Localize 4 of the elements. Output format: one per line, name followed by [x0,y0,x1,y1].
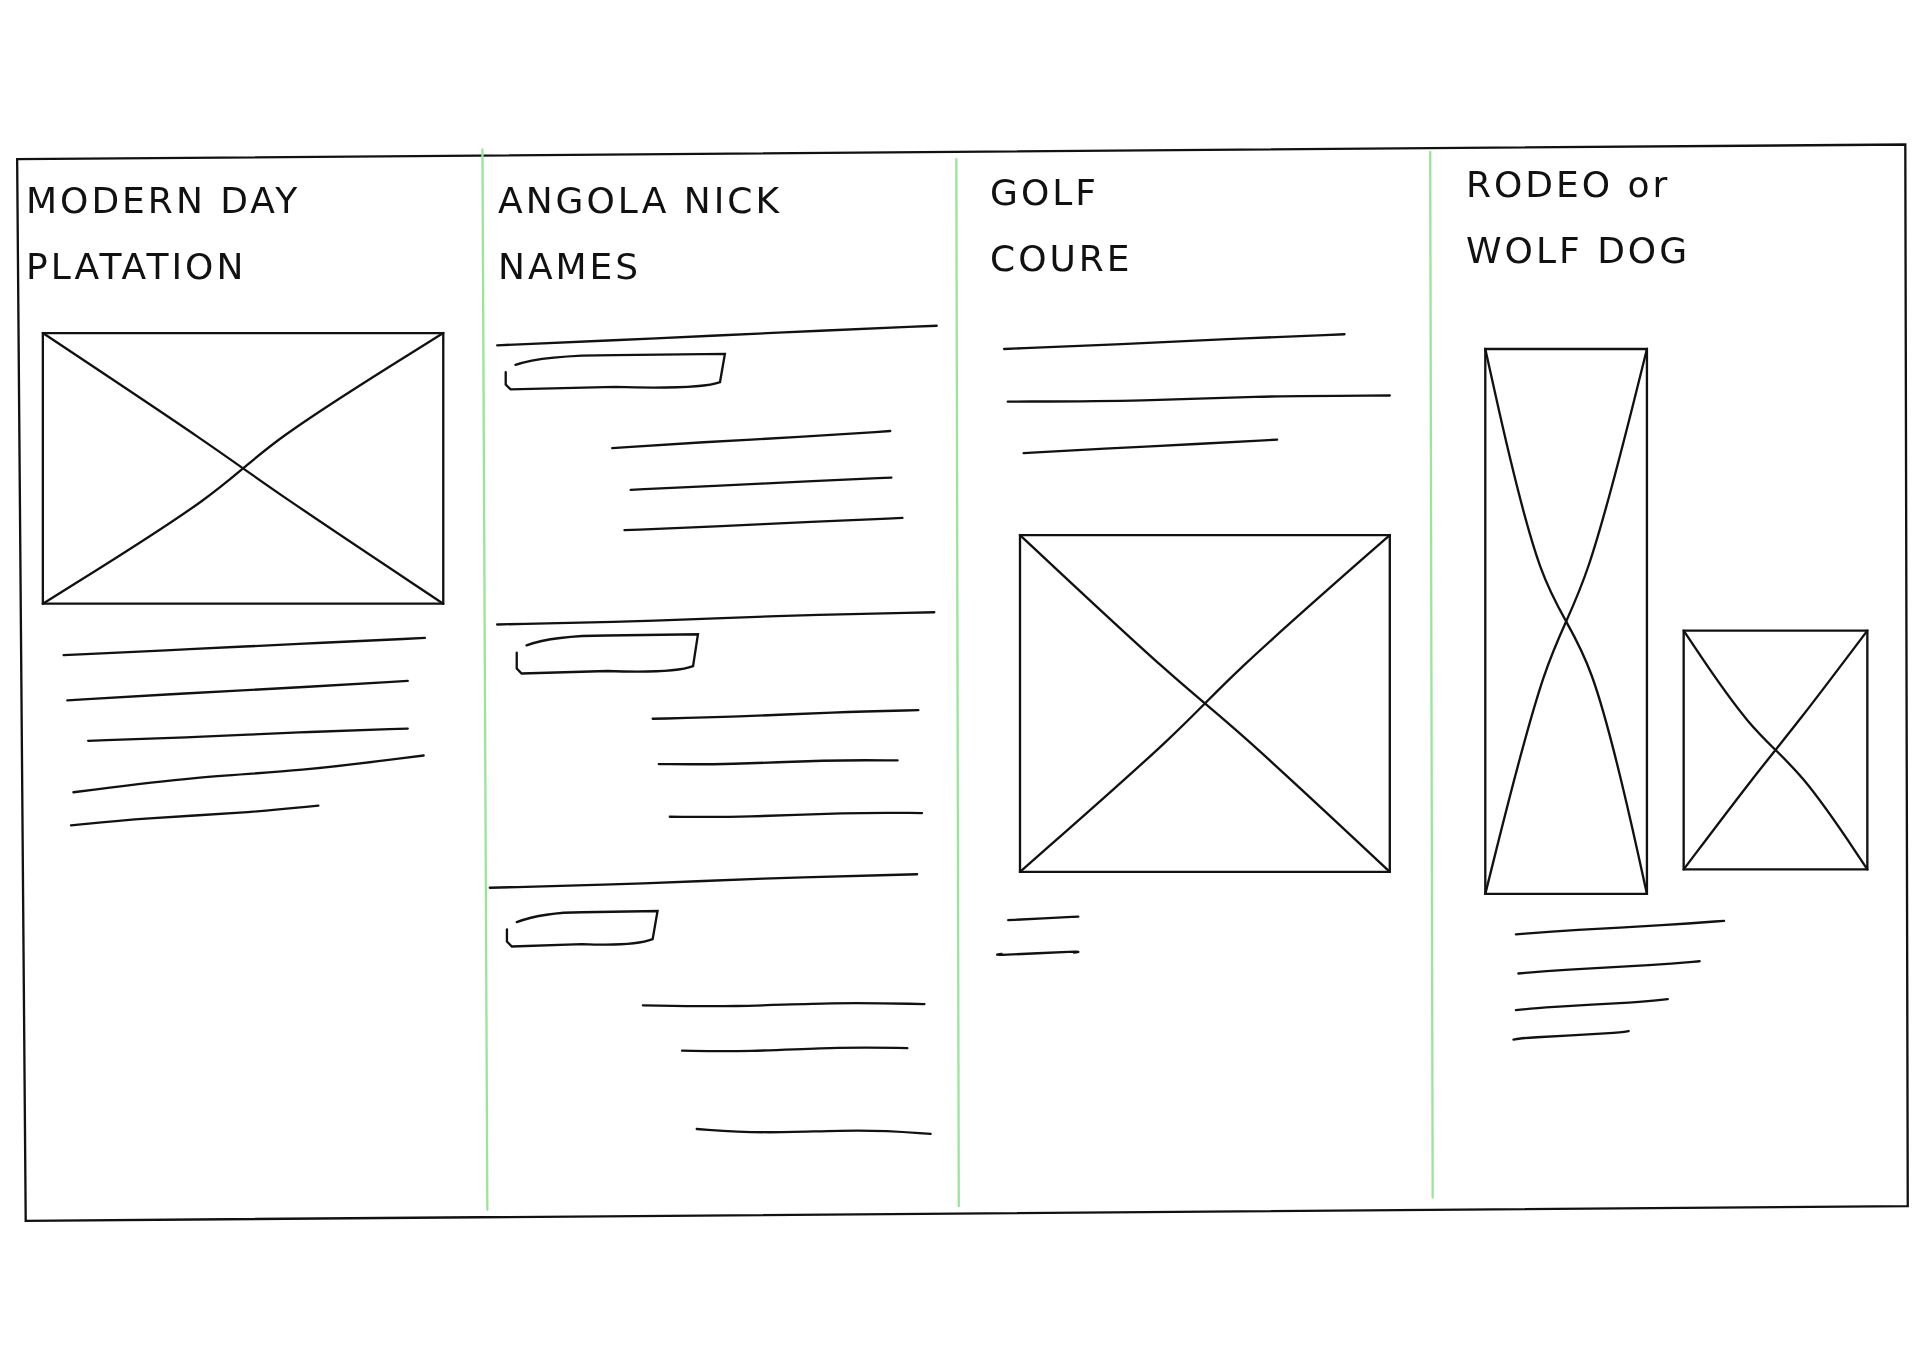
column-heading: ANGOLA NICK NAMES [498,179,784,289]
column-heading: MODERN DAY PLATATION [26,179,302,289]
column-heading: GOLF COURE [990,171,1134,281]
column-heading: RODEO or WOLF DOG [1466,163,1692,273]
